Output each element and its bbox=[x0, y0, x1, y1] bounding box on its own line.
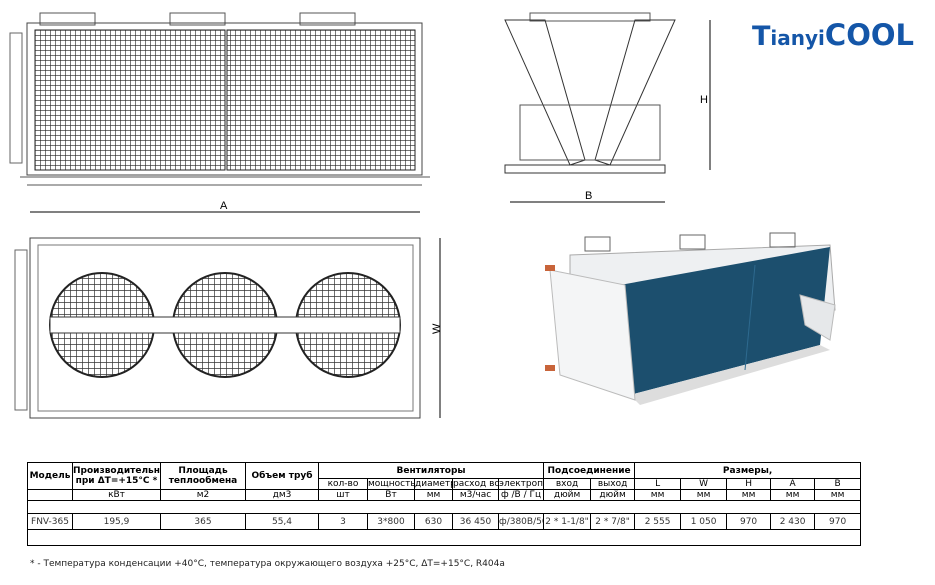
cell-fan-power: 3*800 bbox=[367, 513, 415, 530]
subheader-cell: L bbox=[634, 478, 682, 490]
units-cell: м2 bbox=[160, 489, 246, 501]
units-cell: шт bbox=[318, 489, 368, 501]
cell-fan-count: 3 bbox=[318, 513, 368, 530]
subheader-cell: H bbox=[726, 478, 772, 490]
cell-volume: 55,4 bbox=[245, 513, 319, 530]
cell-dim-b: 970 bbox=[814, 513, 862, 530]
brand-logo: TianyiCOOL bbox=[752, 18, 914, 52]
dim-h-label: H bbox=[700, 94, 708, 106]
cell-dim-w: 1 050 bbox=[680, 513, 728, 530]
header-connection: Подсоединение bbox=[543, 462, 636, 479]
cell-power-supply: ф/380В/50Гц bbox=[497, 513, 545, 530]
subheader-cell: A bbox=[770, 478, 816, 490]
subheader-cell: B bbox=[814, 478, 862, 490]
cell-inlet: 2 * 1-1/8" bbox=[543, 513, 592, 530]
units-cell: мм bbox=[726, 489, 772, 501]
cell-outlet: 2 * 7/8" bbox=[590, 513, 636, 530]
subheader-cell: W bbox=[680, 478, 728, 490]
units-cell: м3/час bbox=[452, 489, 499, 501]
side-view-drawing: H B bbox=[504, 12, 711, 203]
units-cell: мм bbox=[770, 489, 816, 501]
cell-model: FNV-365 bbox=[27, 513, 73, 530]
header-dimensions: Размеры, bbox=[634, 462, 862, 479]
top-view-drawing: W bbox=[14, 237, 443, 419]
subheader-cell: выход bbox=[590, 478, 636, 490]
subheader-cell: кол-во bbox=[318, 478, 368, 490]
subheader-cell: электропитание bbox=[497, 478, 545, 490]
cell-dim-h: 970 bbox=[726, 513, 772, 530]
subheader-cell: вход bbox=[543, 478, 592, 490]
cell-fan-diameter: 630 bbox=[414, 513, 453, 530]
units-cell: мм bbox=[814, 489, 862, 501]
units-cell: кВт bbox=[72, 489, 161, 501]
spacer-row bbox=[26, 529, 862, 546]
cell-airflow: 36 450 bbox=[452, 513, 499, 530]
units-cell: мм bbox=[634, 489, 682, 501]
units-cell: дюйм bbox=[590, 489, 636, 501]
dim-b-label: B bbox=[585, 190, 592, 202]
cell-capacity: 195,9 bbox=[72, 513, 161, 530]
subheader-cell: расход воздуха bbox=[452, 478, 499, 490]
cell-dim-l: 2 555 bbox=[634, 513, 682, 530]
subheader-cell: мощность bbox=[367, 478, 415, 490]
units-cell: мм bbox=[414, 489, 453, 501]
units-cell: ф /В / Гц bbox=[497, 489, 545, 501]
table-row: FNV-365 195,9 365 55,4 3 3*800 630 36 45… bbox=[27, 513, 862, 530]
units-cell: Вт bbox=[367, 489, 415, 501]
cell-area: 365 bbox=[160, 513, 246, 530]
spacer-row bbox=[26, 500, 862, 514]
units-cell bbox=[27, 489, 73, 501]
units-cell: дм3 bbox=[245, 489, 319, 501]
header-capacity: Производительностьпри ΔT=+15°C * bbox=[72, 462, 161, 490]
front-view-drawing: A bbox=[9, 12, 430, 213]
spec-table: Модель Производительностьпри ΔT=+15°C * … bbox=[26, 462, 862, 546]
subheader-cell: диаметр bbox=[414, 478, 453, 490]
product-photo bbox=[545, 232, 836, 405]
header-row: Модель Производительностьпри ΔT=+15°C * … bbox=[27, 462, 862, 490]
header-model: Модель bbox=[27, 462, 73, 490]
header-volume: Объем труб bbox=[245, 462, 319, 490]
cell-dim-a: 2 430 bbox=[770, 513, 816, 530]
units-cell: дюйм bbox=[543, 489, 592, 501]
units-cell: мм bbox=[680, 489, 728, 501]
footnote: * - Температура конденсации +40°C, темпе… bbox=[30, 559, 505, 569]
dim-a-label: A bbox=[220, 200, 228, 212]
header-fans: Вентиляторы bbox=[317, 462, 545, 479]
dim-w-label: W bbox=[431, 323, 443, 334]
units-row: кВт м2 дм3 шт Вт мм м3/час ф /В / Гц дюй… bbox=[27, 489, 862, 501]
